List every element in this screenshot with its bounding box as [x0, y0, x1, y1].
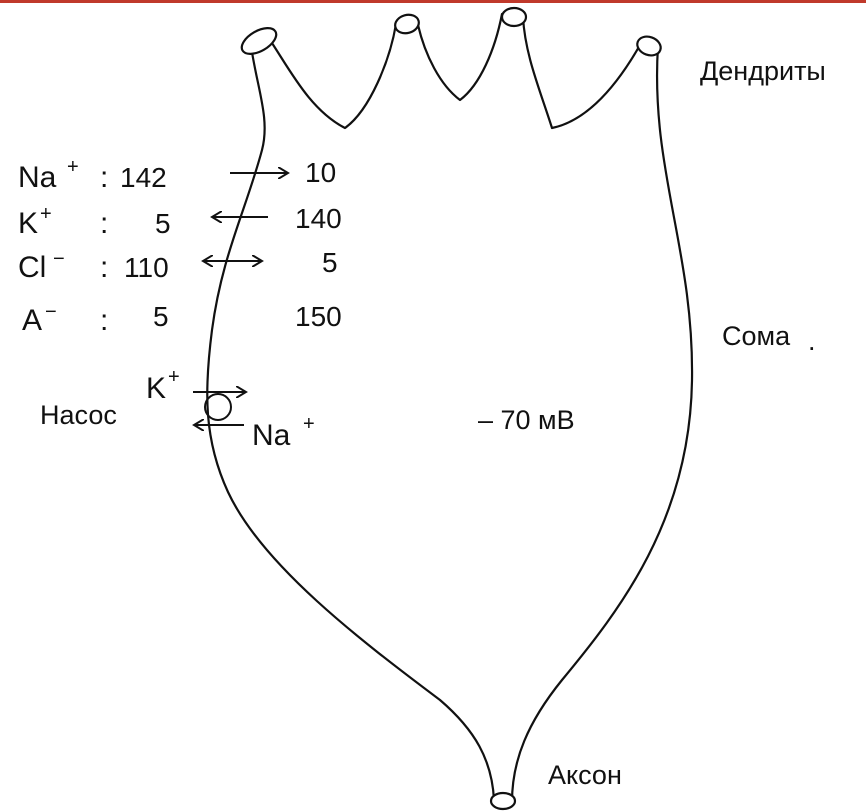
- ion-na-symbol: Na: [18, 161, 57, 194]
- ion-k-colon: :: [100, 207, 108, 240]
- pump-k-charge: +: [168, 366, 180, 388]
- pump-na-charge: +: [303, 413, 315, 435]
- label-soma-dot: .: [808, 326, 816, 356]
- ion-na-inside: 10: [305, 157, 336, 188]
- ion-cl-colon: :: [100, 251, 108, 284]
- ion-cl-symbol: Cl: [18, 251, 46, 284]
- dendrite-tip-4: [635, 33, 664, 58]
- ion-k-symbol: K: [18, 207, 38, 240]
- ion-cl-inside: 5: [322, 247, 338, 278]
- axon-tip: [491, 793, 515, 809]
- pump-k-symbol: K: [146, 372, 166, 405]
- dendrite-tip-1: [238, 23, 281, 59]
- ion-cl-charge: −: [53, 248, 65, 270]
- pump-icon: [205, 394, 231, 420]
- label-axon: Аксон: [548, 760, 622, 790]
- ion-na-charge: +: [67, 156, 79, 178]
- ion-a-symbol: A: [22, 304, 42, 337]
- label-pump: Насос: [40, 400, 117, 430]
- ion-a-charge: −: [45, 301, 57, 323]
- ion-a-outside: 5: [153, 301, 169, 332]
- ion-k-charge: +: [40, 203, 52, 225]
- ion-k-outside: 5: [155, 208, 171, 239]
- ion-cl-outside: 110: [124, 252, 169, 283]
- pump-na-symbol: Na: [252, 419, 291, 452]
- ion-a-inside: 150: [295, 301, 342, 332]
- label-dendrites: Дендриты: [700, 56, 826, 86]
- ion-na-outside: 142: [120, 162, 167, 193]
- dendrite-tip-3: [502, 8, 526, 26]
- ion-k-inside: 140: [295, 203, 342, 234]
- dendrite-tip-2: [393, 12, 421, 36]
- label-membrane-potential: – 70 мВ: [478, 405, 575, 435]
- label-soma: Сома: [722, 321, 791, 351]
- neuron-membrane-outline: [207, 14, 692, 802]
- ion-na-colon: :: [100, 161, 108, 194]
- ion-a-colon: :: [100, 304, 108, 337]
